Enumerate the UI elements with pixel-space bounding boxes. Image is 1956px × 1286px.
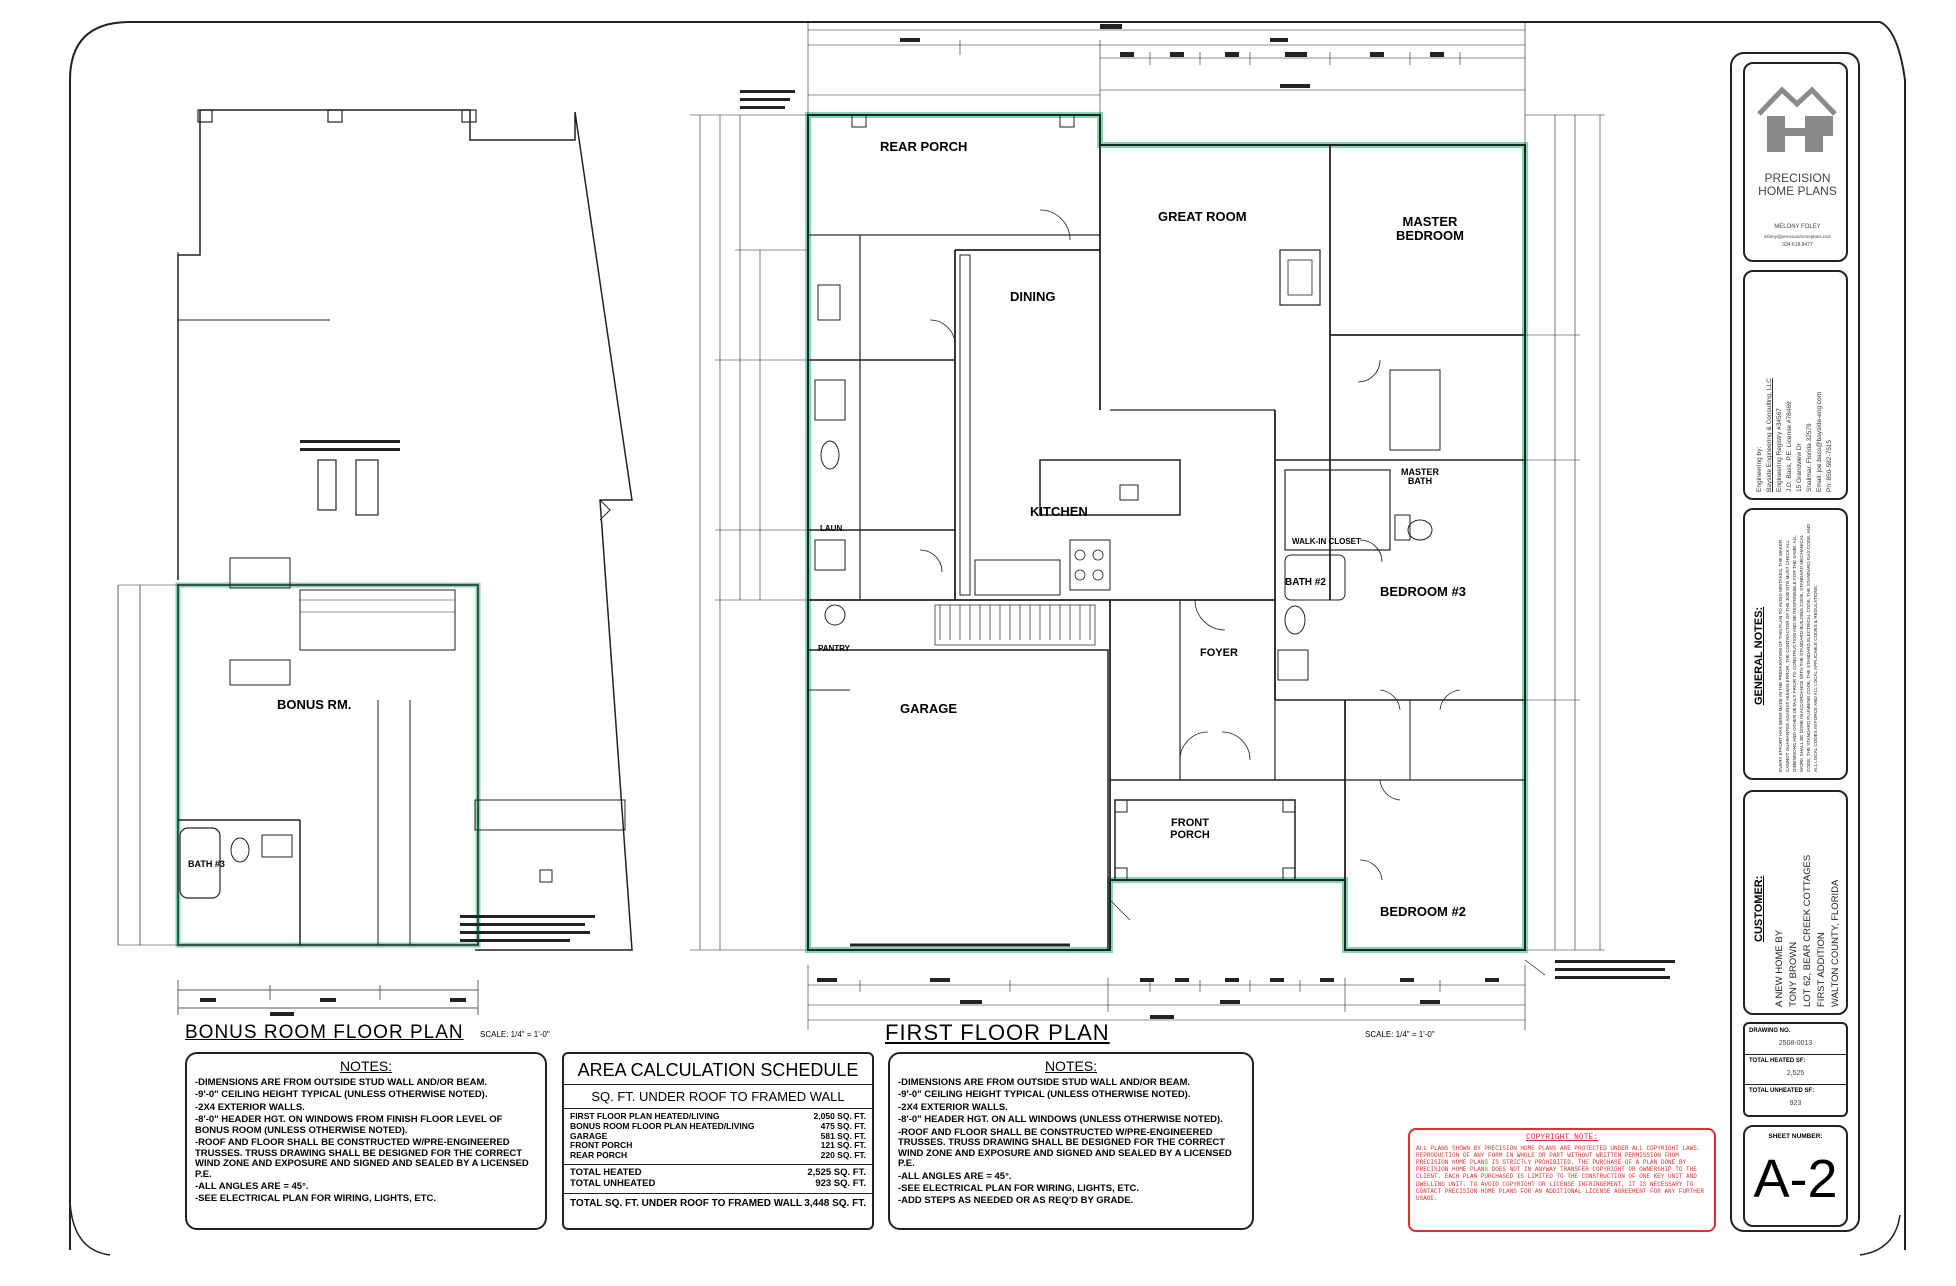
room-label-laundry: LAUN. [820,524,845,533]
contact-name: MELONY FOLEY [1774,224,1821,230]
sheet-number-label: SHEET NUMBER: [1768,1133,1823,1140]
general-notes-text: EVERY EFFORT HAS BEEN MADE IN THE PREPAR… [1778,523,1818,772]
note-item: -ALL ANGLES ARE = 45°. [195,1180,309,1192]
sheet-border [69,21,1906,1250]
note-item: -9'-0" CEILING HEIGHT TYPICAL (UNLESS OT… [898,1089,1191,1101]
contact-phone: 334.618.8477 [1782,242,1813,248]
notes-panel-bonus: NOTES: -DIMENSIONS ARE FROM OUTSIDE STUD… [185,1052,547,1230]
room-label-pantry: PANTRY [818,644,850,653]
room-label-master-bedroom: MASTER BEDROOM [1396,214,1464,243]
company-name: PRECISION HOME PLANS [1758,171,1837,198]
divider [1745,1054,1846,1055]
customer-info: A NEW HOME BY TONY BROWN LOT 62, BEAR CR… [1774,854,1841,1007]
drawing-no-label: DRAWING NO. [1749,1028,1791,1034]
engineer-stamp-text: Engineering by: Bayside Engineering & Co… [1756,378,1833,492]
room-label-bonus-rm: BONUS RM. [277,697,352,712]
customer-heading: CUSTOMER: [1753,875,1765,942]
note-item: -2X4 EXTERIOR WALLS. [195,1101,305,1113]
bonus-room-plan-title: BONUS ROOM FLOOR PLAN [185,1022,464,1043]
room-label-master-bath: MASTER BATH [1401,467,1439,487]
first-floor-plan [690,22,1605,1030]
general-notes-heading: GENERAL NOTES: [1753,606,1765,705]
area-schedule-subtitle: SQ. FT. UNDER ROOF TO FRAMED WALL [564,1085,872,1109]
note-item: -ALL ANGLES ARE = 45°. [898,1170,1012,1182]
note-item: -SEE ELECTRICAL PLAN FOR WIRING, LIGHTS,… [898,1182,1140,1194]
note-item: -2X4 EXTERIOR WALLS. [898,1101,1008,1113]
total-unheated-value: 923 [1789,1100,1802,1107]
roof-outline [177,109,633,951]
note-item: -8'-0" HEADER HGT. ON ALL WINDOWS (UNLES… [898,1114,1223,1126]
room-label-bedroom-2: BEDROOM #2 [1380,904,1466,919]
sheet-number: A-2 [1753,1149,1838,1209]
title-block-customer-panel: CUSTOMER: A NEW HOME BY TONY BROWN LOT 6… [1743,790,1848,1015]
room-label-garage: GARAGE [900,701,958,716]
notes-heading: NOTES: [339,1058,393,1074]
notes-list: -DIMENSIONS ARE FROM OUTSIDE STUD WALL A… [898,1077,1244,1207]
notes-list: -DIMENSIONS ARE FROM OUTSIDE STUD WALL A… [195,1077,537,1205]
sheet-border-corner [1859,1214,1901,1256]
room-label-front-porch: FRONT PORCH [1170,817,1210,841]
room-label-bedroom-3: BEDROOM #3 [1380,584,1466,599]
note-item: -ROOF AND FLOOR SHALL BE CONSTRUCTED W/P… [898,1126,1232,1170]
room-label-bath-bonus: BATH #3 [188,859,225,869]
note-item: -SEE ELECTRICAL PLAN FOR WIRING, LIGHTS,… [195,1193,437,1205]
copyright-title: COPYRIGHT NOTE: [1525,1133,1598,1142]
sheet-border-corner [69,1199,111,1256]
notes-panel-first-floor: NOTES: -DIMENSIONS ARE FROM OUTSIDE STUD… [888,1052,1254,1230]
note-item: -ADD STEPS AS NEEDED OR AS REQ'D BY GRAD… [898,1195,1134,1207]
area-calculation-schedule: AREA CALCULATION SCHEDULE SQ. FT. UNDER … [562,1052,874,1230]
room-label-great-room: GREAT ROOM [1158,209,1247,224]
total-heated-value: 2,525 [1786,1070,1805,1077]
note-item: -DIMENSIONS ARE FROM OUTSIDE STUD WALL A… [898,1077,1191,1088]
first-floor-plan-scale: SCALE: 1/4" = 1'-0" [1365,1030,1435,1039]
notes-heading: NOTES: [1044,1058,1098,1074]
dimension-annotations [200,24,1675,1019]
note-item: -ROOF AND FLOOR SHALL BE CONSTRUCTED W/P… [195,1137,529,1180]
note-item: -DIMENSIONS ARE FROM OUTSIDE STUD WALL A… [195,1077,488,1088]
room-label-dining: DINING [1010,289,1056,304]
title-block-drawing-info: DRAWING NO. 2508-0013 TOTAL HEATED SF: 2… [1743,1022,1848,1117]
drawing-no: 2508-0013 [1778,1040,1813,1047]
room-label-bath-2: BATH #2 [1285,577,1326,588]
title-block-general-notes-panel: GENERAL NOTES: EVERY EFFORT HAS BEEN MAD… [1743,508,1848,780]
title-block-sheet-number: SHEET NUMBER: A-2 [1743,1125,1848,1227]
copyright-note: COPYRIGHT NOTE: ALL PLANS SHOWN BY PRECI… [1408,1128,1716,1232]
bonus-room-plan [117,109,633,1015]
company-logo [1757,86,1837,152]
note-item: -9'-0" CEILING HEIGHT TYPICAL (UNLESS OT… [195,1089,488,1101]
divider [1745,1084,1846,1085]
contact-email: mfoley@precisionhomeplans.com [1763,234,1832,239]
room-label-kitchen: KITCHEN [1030,504,1088,519]
total-heated-label: TOTAL HEATED SF: [1749,1058,1806,1064]
title-block-logo-panel: PRECISION HOME PLANS MELONY FOLEY mfoley… [1743,62,1848,262]
room-label-rear-porch: REAR PORCH [880,139,968,154]
title-block-engineer-panel: Engineering by: Bayside Engineering & Co… [1743,270,1848,500]
area-schedule-title: AREA CALCULATION SCHEDULE [564,1060,872,1085]
first-floor-plan-title: FIRST FLOOR PLAN [885,1020,1110,1045]
note-item: -8'-0" HEADER HGT. ON WINDOWS FROM FINIS… [195,1114,503,1136]
room-label-walk-in-closet: WALK-IN CLOSET [1292,537,1361,546]
total-unheated-label: TOTAL UNHEATED SF: [1749,1088,1815,1094]
room-label-foyer: FOYER [1200,647,1238,659]
bonus-room-plan-scale: SCALE: 1/4" = 1'-0" [480,1030,550,1039]
copyright-text: ALL PLANS SHOWN BY PRECISION HOME PLANS … [1416,1144,1705,1202]
